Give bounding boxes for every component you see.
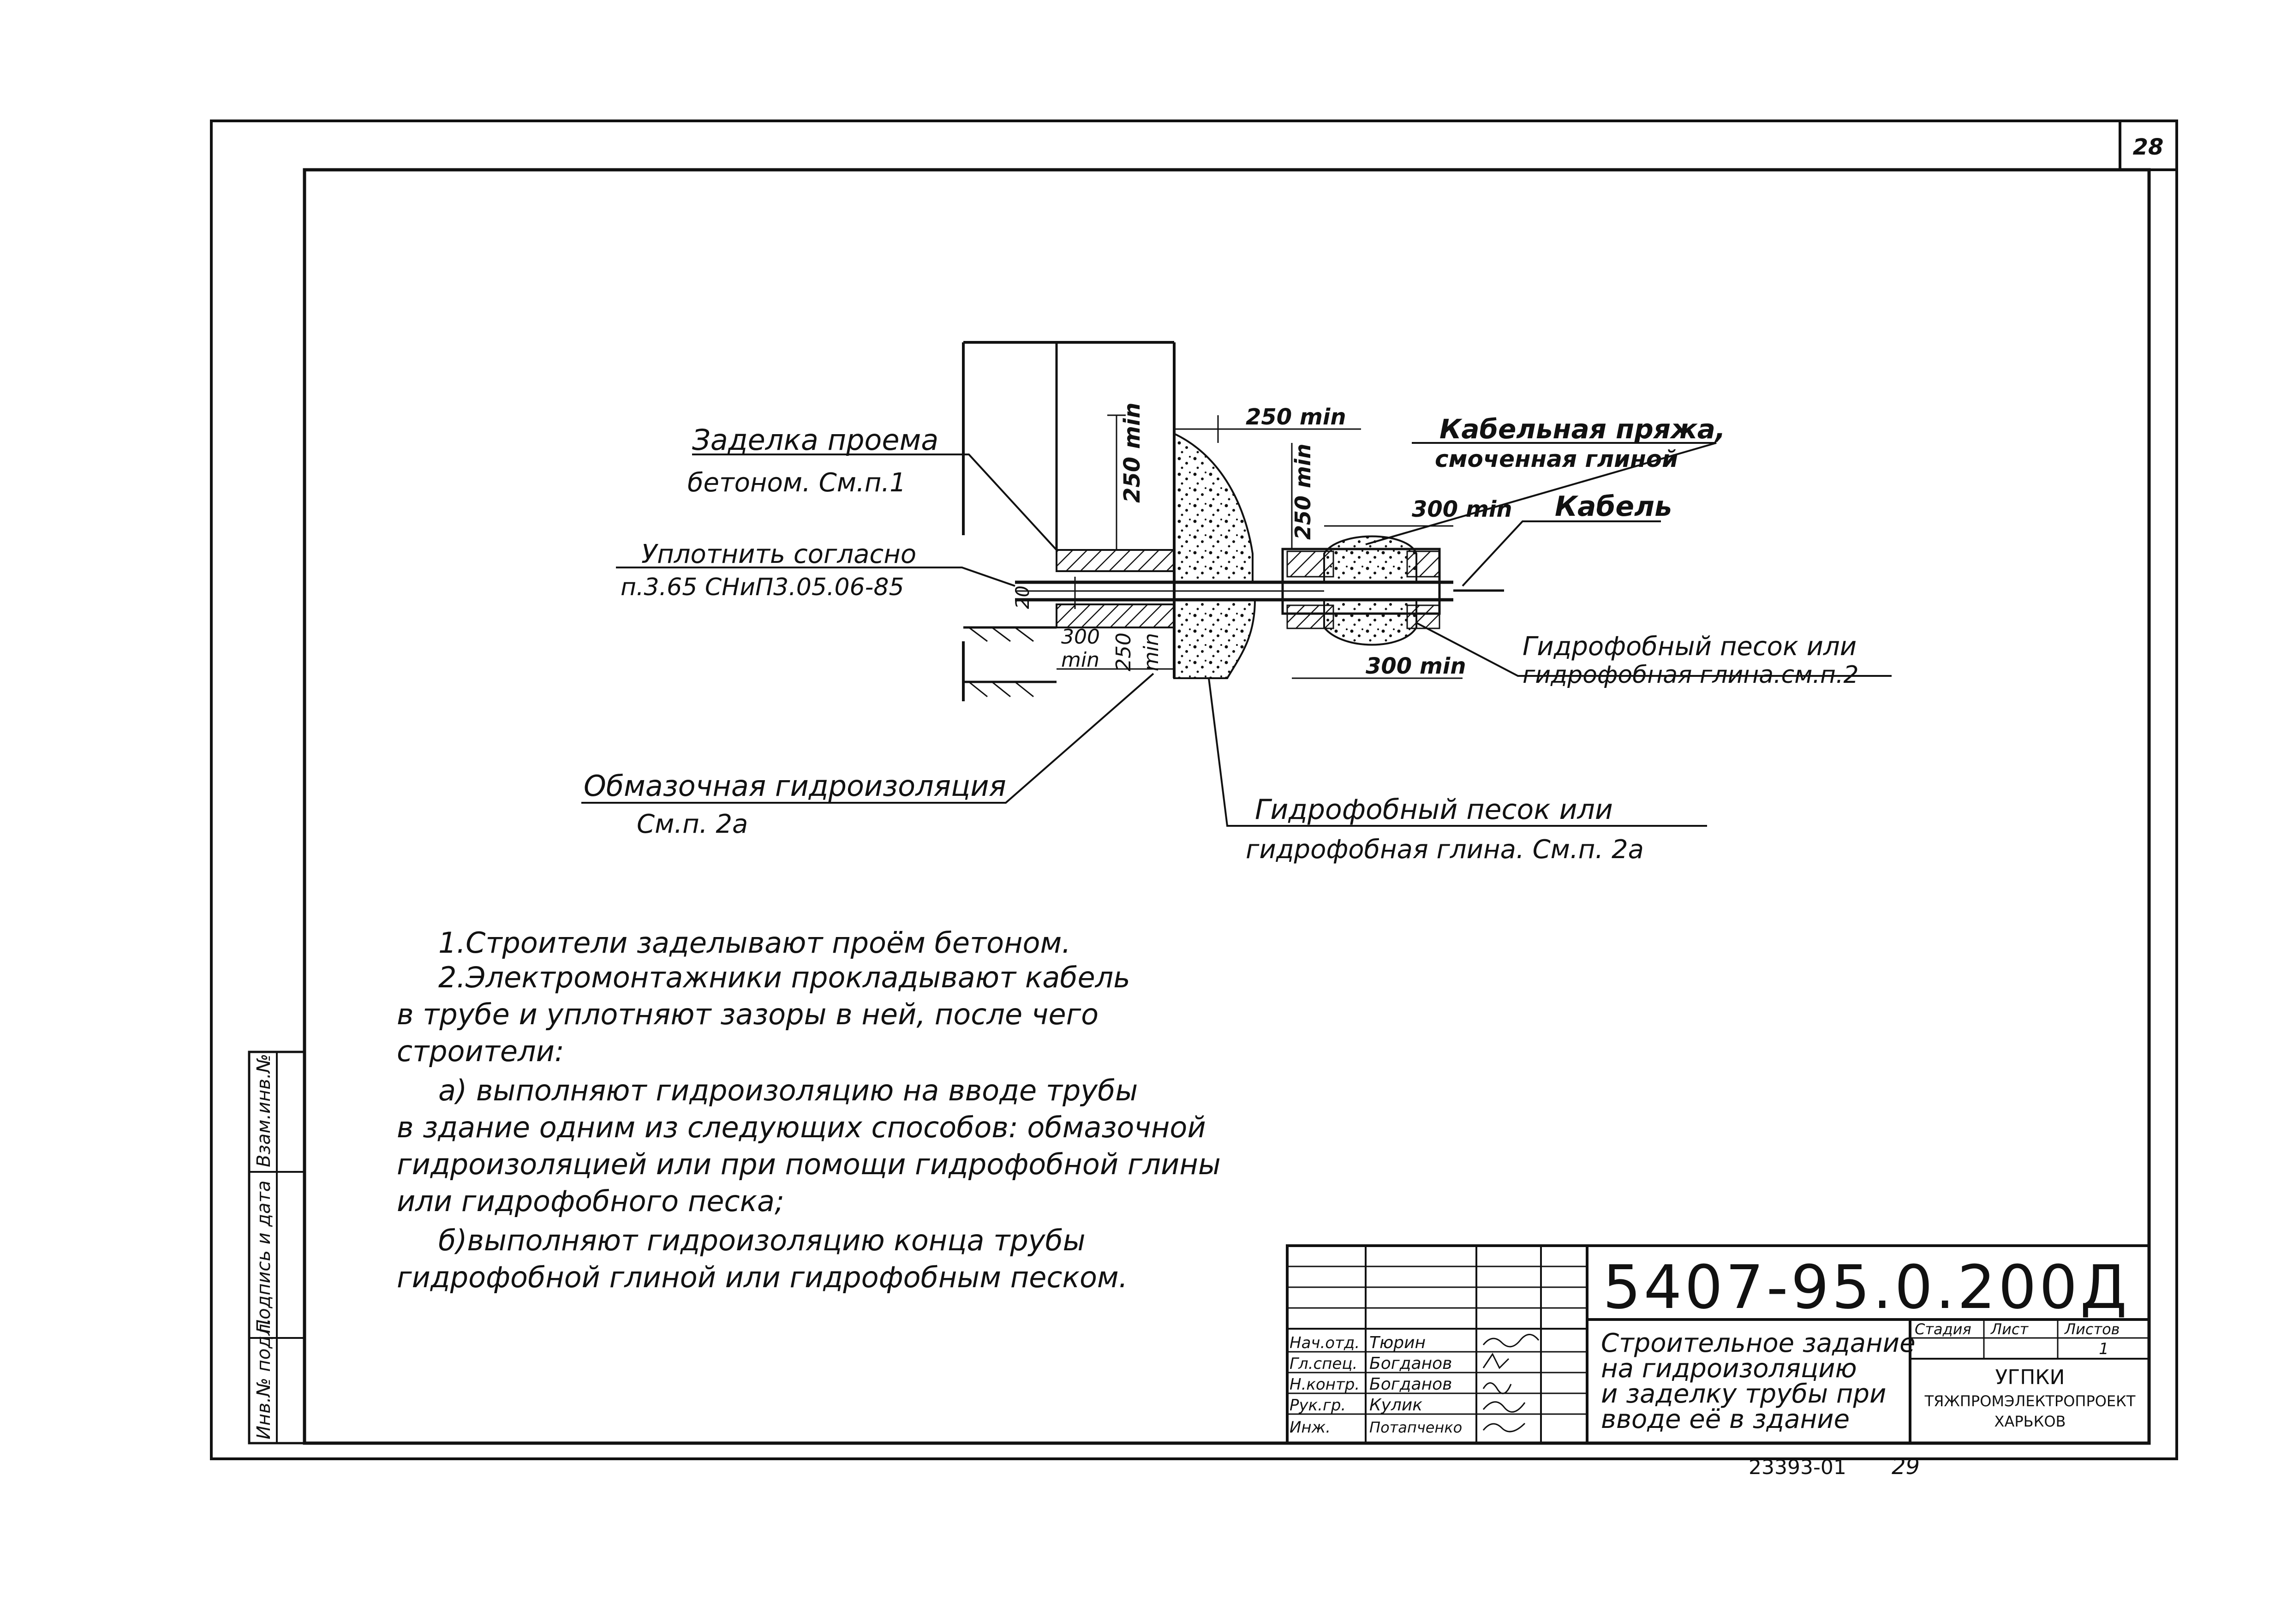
sheet-header: Лист: [1990, 1320, 2029, 1338]
note-line-1: 1.Строители заделывают проём бетоном.: [438, 926, 1071, 960]
label-cable: Кабель: [1555, 490, 1672, 523]
sand-fill-lower: [1173, 599, 1256, 679]
clay-around-pipe-upper: [1323, 535, 1417, 583]
stage-header: Стадия: [1915, 1320, 1971, 1338]
label-compact-line1: Уплотнить согласно: [641, 539, 916, 569]
dim-300-top: 300 min: [1412, 496, 1512, 522]
label-hydro-sand-right-line1: Гидрофобный песок или: [1523, 632, 1857, 662]
archive-number: 23393-01: [1749, 1456, 1846, 1479]
note-line-9: б)выполняют гидроизоляцию конца трубы: [438, 1224, 1086, 1257]
title-line-3: и заделку трубы при: [1601, 1379, 1886, 1409]
label-hydro-sand-bottom-line1: Гидрофобный песок или: [1255, 794, 1613, 826]
org-line-3: ХАРЬКОВ: [1994, 1413, 2066, 1430]
pipe-entry-detail: [581, 341, 1892, 827]
label-compact-line2: п.3.65 СНиП3.05.06-85: [621, 573, 904, 601]
org-line-1: УГПКИ: [1995, 1366, 2065, 1389]
title-block: [1286, 1244, 2150, 1445]
label-cable-yarn-line2: смоченная глиной: [1435, 446, 1678, 472]
label-coating-line2: См.п. 2а: [637, 809, 748, 839]
role-1: Нач.отд.: [1290, 1334, 1360, 1352]
name-1: Тюрин: [1369, 1333, 1426, 1352]
sheet-number-box: [2119, 119, 2178, 171]
name-4: Кулик: [1369, 1396, 1422, 1415]
stamp-sign-date: Подпись и дата: [253, 1181, 275, 1333]
role-2: Гл.спец.: [1290, 1355, 1357, 1373]
role-5: Инж.: [1290, 1418, 1331, 1437]
dim-250-vertical-left: 250 min: [1119, 402, 1145, 503]
dim-250-bottom: 250: [1112, 633, 1135, 671]
stamp-inv-orig: Инв.№ подл.: [253, 1318, 275, 1439]
dim-20: 20: [1012, 585, 1033, 609]
role-4: Рук.гр.: [1290, 1396, 1346, 1415]
note-line-7: гидроизоляцией или при помощи гидрофобно…: [397, 1147, 1221, 1181]
note-line-2: 2.Электромонтажники прокладывают кабель: [438, 961, 1130, 994]
document-code: 5407-95.0.200Д: [1603, 1252, 2130, 1322]
label-coating-line1: Обмазочная гидроизоляция: [584, 769, 1006, 803]
note-line-10: гидрофобной глиной или гидрофобным песко…: [397, 1260, 1128, 1294]
name-3: Богданов: [1369, 1375, 1452, 1394]
notes-block: 1.Строители заделывают проём бетоном. 2.…: [397, 926, 1221, 1294]
note-line-6: в здание одним из следующих способов: об…: [397, 1111, 1206, 1144]
title-line-4: вводе её в здание: [1601, 1404, 1850, 1434]
stamp-replace-inv: Взам.инв.№: [253, 1054, 275, 1167]
dim-300-bottom-right: 300 min: [1366, 653, 1466, 679]
name-2: Богданов: [1369, 1354, 1452, 1373]
dim-250-vertical-right: 250 min: [1290, 444, 1315, 540]
sand-fill-upper: [1173, 432, 1254, 583]
side-stamp: Инв.№ подл. Подпись и дата Взам.инв.№: [248, 1051, 306, 1445]
role-3: Н.контр.: [1290, 1375, 1360, 1394]
label-hydro-sand-right-line2: гидрофобная глина.см.п.2: [1523, 661, 1859, 689]
signatures: [1482, 1334, 1540, 1433]
concrete-seal: [1056, 549, 1175, 572]
sheet-number: 28: [2133, 134, 2164, 160]
note-line-4: строители:: [397, 1034, 564, 1068]
sheets-value: 1: [2099, 1340, 2109, 1358]
note-line-8: или гидрофобного песка;: [397, 1184, 784, 1218]
dim-250-top: 250 min: [1246, 404, 1346, 430]
note-line-3: в трубе и уплотняют зазоры в ней, после …: [397, 997, 1099, 1031]
outer-frame: [210, 119, 2178, 1460]
clay-around-pipe-lower: [1323, 599, 1417, 646]
dim-min-bottom: min: [1140, 633, 1163, 671]
org-line-2: ТЯЖПРОМЭЛЕКТРОПРОЕКТ: [1924, 1392, 2136, 1410]
inner-frame: [303, 168, 2151, 1445]
dim-min-bottom-left: min: [1061, 648, 1099, 672]
sheets-header: Листов: [2064, 1320, 2120, 1338]
title-line-2: на гидроизоляцию: [1601, 1354, 1857, 1384]
name-5: Потапченко: [1369, 1419, 1462, 1436]
dim-300-bottom-left: 300: [1061, 625, 1100, 649]
label-opening-seal-line1: Заделка проема: [692, 423, 938, 457]
page-number: 29: [1892, 1454, 1920, 1480]
title-line-1: Строительное задание: [1601, 1328, 1916, 1358]
label-hydro-sand-bottom-line2: гидрофобная глина. См.п. 2а: [1246, 835, 1644, 865]
note-line-5: а) выполняют гидроизоляцию на вводе труб…: [438, 1074, 1138, 1107]
label-opening-seal-line2: бетоном. См.п.1: [687, 468, 906, 498]
label-cable-yarn-line1: Кабельная пряжа,: [1439, 413, 1726, 445]
